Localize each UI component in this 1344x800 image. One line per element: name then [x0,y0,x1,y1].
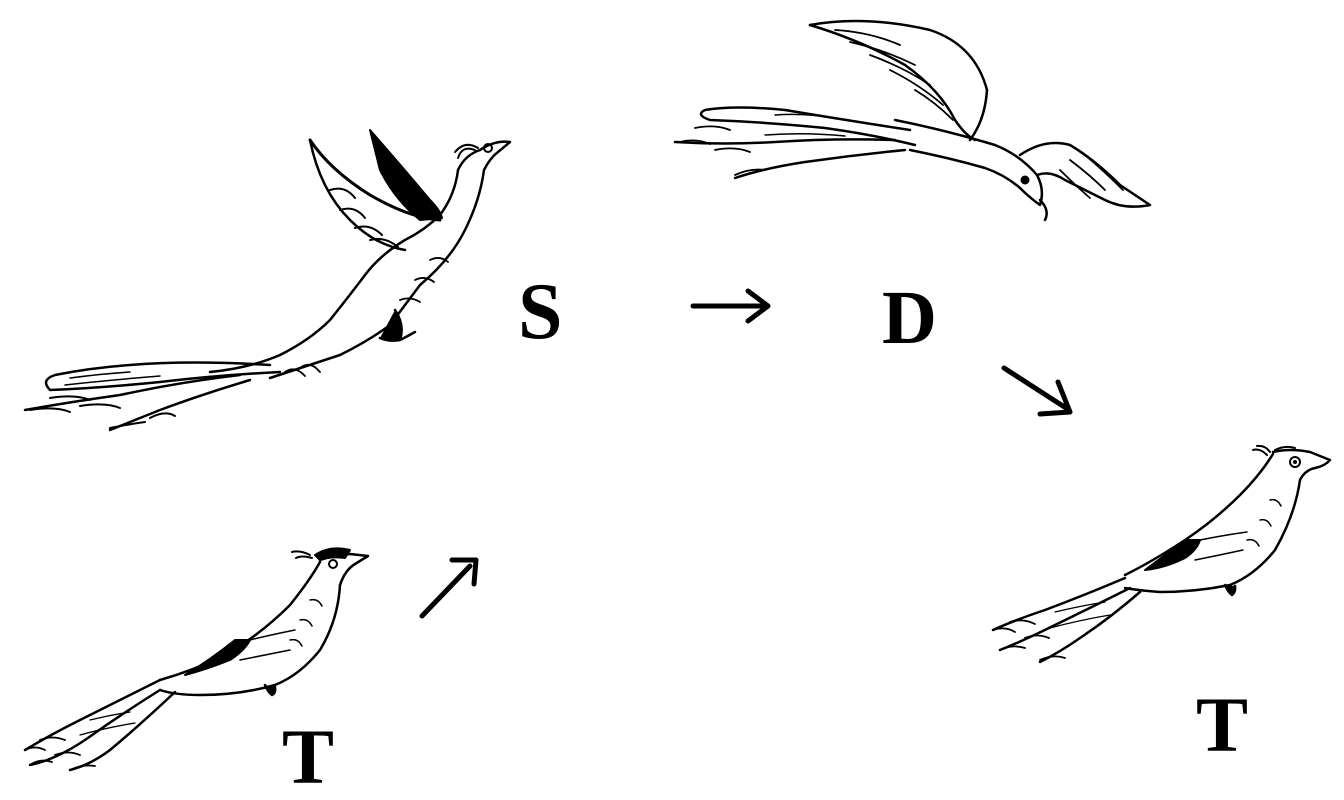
arrow-up-right-icon [412,548,487,623]
label-t-left: T [282,718,334,796]
label-t-right: T [1196,686,1248,764]
arrow-down-right-icon [998,360,1078,420]
label-d: D [882,280,937,356]
label-s: S [518,272,563,352]
sitting-bird-right-illustration [985,440,1340,670]
arrow-right-icon [690,285,775,327]
flying-bird-left-illustration [10,110,520,450]
flying-bird-right-illustration [665,10,1160,225]
